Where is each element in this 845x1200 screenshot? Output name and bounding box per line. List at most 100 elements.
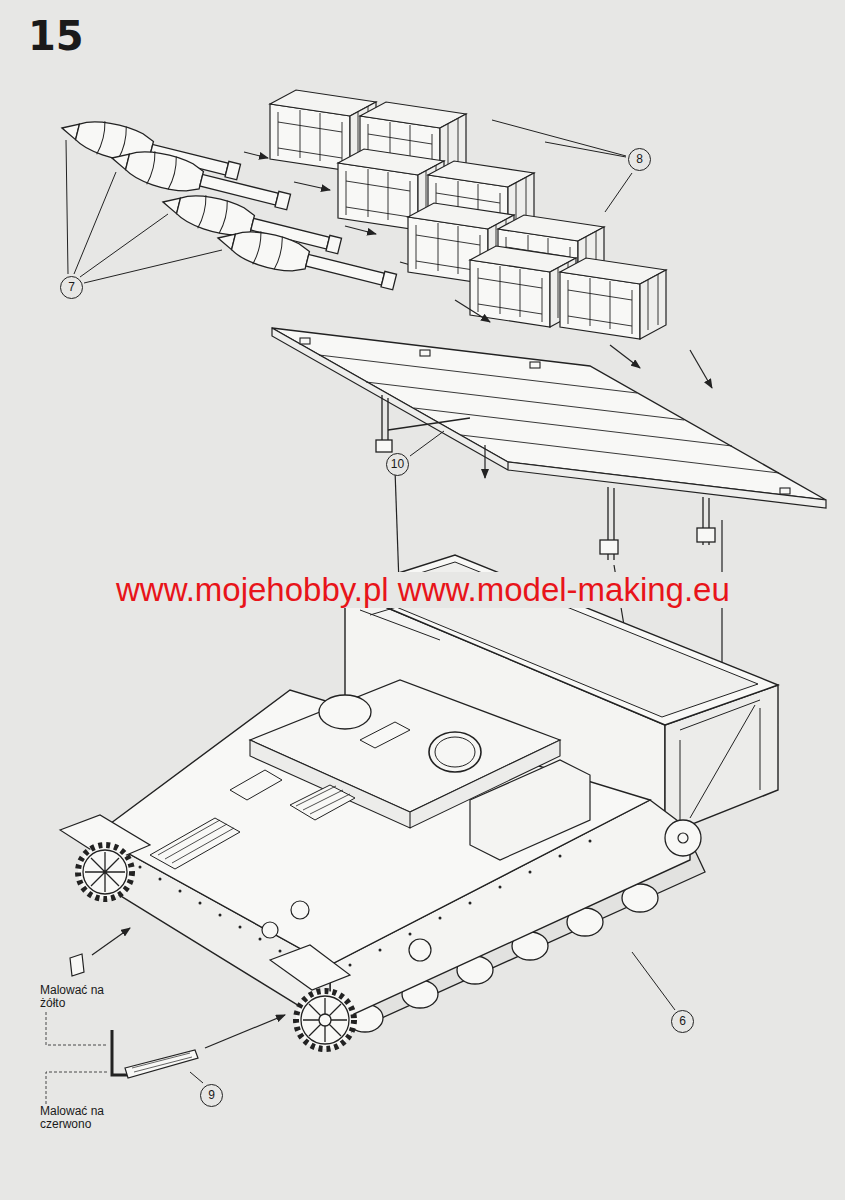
drawing-part: [158, 820, 234, 863]
drawing-part: [239, 926, 242, 929]
drawing-part: [420, 350, 430, 356]
drawing-part: [301, 996, 349, 1044]
drawing-part: [296, 786, 350, 814]
drawing-part: [680, 700, 760, 820]
drawing-part: [139, 866, 142, 869]
drawing-part: [409, 933, 412, 936]
drawing-part: [83, 850, 127, 894]
drawing-part: [230, 770, 282, 800]
drawing-part: [665, 820, 701, 856]
drawing-part: [410, 431, 444, 456]
drawing-part: [530, 362, 540, 368]
drawing-part: [262, 901, 431, 961]
drawing-part: [279, 950, 282, 953]
drawing-part: [461, 435, 779, 473]
drawing-part: [484, 445, 485, 478]
drawing-part: [379, 949, 382, 952]
drawing-part: [179, 890, 182, 893]
drawing-part: [366, 382, 684, 420]
drawing-part: [150, 722, 410, 869]
drawing-part: [605, 173, 632, 212]
drawing-part: [349, 964, 352, 967]
drawing-part: [345, 226, 376, 234]
drawing-part: [319, 1014, 331, 1026]
step-number: 15: [28, 16, 84, 56]
drawing-part: [150, 818, 240, 869]
drawing-part: [600, 540, 618, 554]
drawing-part: [499, 886, 502, 889]
drawing-part: [158, 786, 350, 863]
drawing-part: [388, 418, 470, 430]
drawing-part: [66, 140, 222, 283]
callout-number: 9: [200, 1084, 223, 1107]
drawing-part: [429, 732, 481, 772]
drawing-part: [199, 902, 202, 905]
drawing-part: [92, 928, 130, 955]
drawing-part: [560, 258, 666, 339]
drawing-part: [294, 182, 330, 190]
drawing-part: [559, 855, 562, 858]
drawing-part: [439, 917, 442, 920]
drawing-part: [376, 440, 392, 452]
drawing-part: [205, 1015, 285, 1048]
drawing-part: [360, 722, 410, 748]
drawing-part: [159, 878, 162, 881]
drawing-part: [610, 345, 640, 368]
drawing-part: [455, 300, 490, 322]
drawing-part: [529, 871, 532, 874]
drawing-part: [190, 1072, 203, 1083]
callout-number: 6: [671, 1010, 694, 1033]
drawing-part: [414, 408, 732, 446]
drawing-part: [80, 214, 168, 277]
drawing-part: [780, 488, 790, 494]
drawing-part: [690, 350, 712, 388]
drawing-part: [319, 355, 779, 473]
drawing-part: [125, 1050, 198, 1078]
drawing-part: [296, 991, 354, 1049]
drawing-part: [259, 938, 262, 941]
drawing-part: [46, 1072, 108, 1104]
drawing-part: [409, 939, 431, 961]
drawing-part: [244, 152, 268, 158]
drawing-part: [300, 338, 790, 494]
drawing-part: [697, 528, 715, 542]
drawing-part: [132, 1053, 192, 1072]
drawing-part: [46, 1012, 108, 1104]
drawing-part: [70, 954, 84, 976]
drawing-part: [376, 395, 715, 560]
drawing-part: [119, 840, 592, 967]
drawing-part: [678, 833, 688, 843]
drawing-part: [262, 922, 278, 938]
drawing-part: [214, 222, 399, 299]
drawing-part: [300, 338, 310, 344]
callout-number: 10: [386, 453, 409, 476]
drawing-part: [85, 852, 125, 892]
drawing-part: [469, 902, 472, 905]
drawing-part: [545, 142, 626, 157]
drawing-part: [291, 901, 309, 919]
paint-note: Malować na czerwono: [40, 1105, 124, 1131]
drawing-part: [60, 815, 350, 990]
drawing-part: [470, 760, 590, 860]
drawing-part: [290, 785, 355, 820]
drawing-part: [272, 328, 826, 508]
paint-note: Malować na żółto: [40, 984, 114, 1010]
drawing-part: [66, 140, 68, 274]
drawing-part: [632, 952, 675, 1010]
drawing-part: [492, 120, 632, 212]
drawing-part: [319, 695, 371, 729]
drawing-part: [219, 914, 222, 917]
watermark: www.mojehobby.pl www.model-making.eu: [112, 572, 734, 608]
callout-number: 7: [60, 276, 83, 299]
callout-number: 8: [628, 148, 651, 171]
drawing-part: [492, 120, 626, 156]
drawing-part: [589, 840, 592, 843]
drawing-part: [78, 820, 701, 1049]
drawing-part: [78, 845, 132, 899]
drawing-part: [74, 172, 116, 274]
drawing-part: [435, 737, 475, 767]
drawing-part: [84, 250, 222, 283]
drawing-part: [46, 1012, 108, 1045]
drawing-part: [319, 355, 637, 393]
drawing-part: [303, 998, 347, 1042]
